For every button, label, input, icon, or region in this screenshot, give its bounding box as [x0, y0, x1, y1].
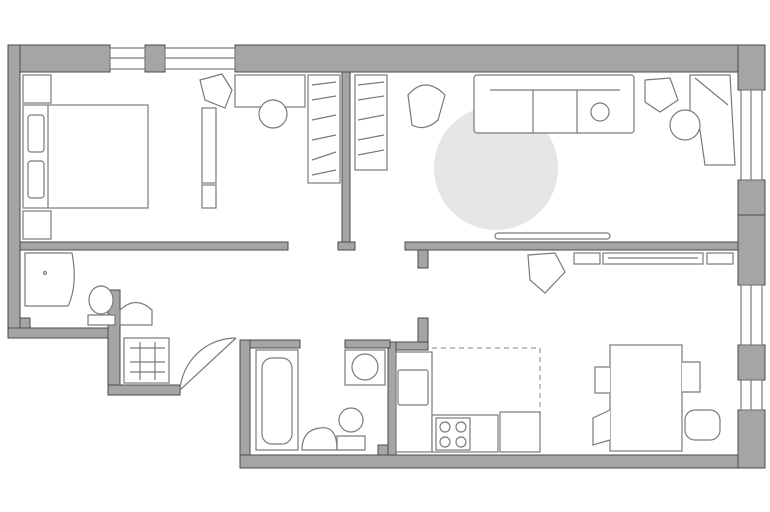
exterior-walls — [7, 44, 766, 469]
bedroom-furniture — [22, 73, 388, 240]
door[interactable] — [179, 337, 237, 391]
interior-walls — [19, 71, 739, 456]
hall-furniture — [527, 252, 734, 294]
bathroom-1-fixtures — [24, 252, 170, 384]
kitchen-furniture — [395, 344, 721, 453]
plant-icon — [527, 252, 566, 294]
living-furniture — [407, 74, 736, 240]
rug — [434, 106, 558, 230]
plant-icon — [199, 73, 233, 109]
bathroom-2-fixtures — [255, 349, 386, 451]
plant-icon — [644, 77, 679, 113]
windows — [109, 47, 763, 411]
